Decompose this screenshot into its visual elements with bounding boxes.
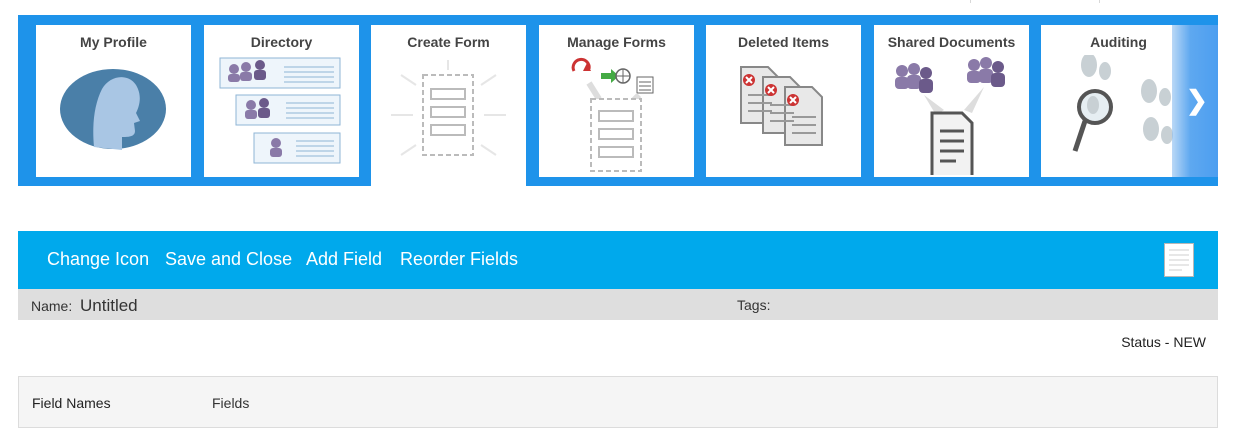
fields-table-header: Field Names Fields bbox=[18, 376, 1218, 428]
tile-deleted-items[interactable]: Deleted Items bbox=[706, 25, 861, 177]
tile-label: Manage Forms bbox=[567, 34, 666, 50]
ribbon-scroll-right[interactable] bbox=[1172, 25, 1218, 177]
manage-forms-icon bbox=[571, 57, 654, 172]
auditing-icon bbox=[1072, 55, 1173, 152]
app-ribbon: My Profile Directory Create Form bbox=[18, 15, 1218, 186]
shared-documents-icon bbox=[895, 57, 1005, 175]
reorder-fields-button[interactable]: Reorder Fields bbox=[400, 249, 519, 269]
tile-manage-forms[interactable]: Manage Forms bbox=[539, 25, 694, 177]
tile-create-form[interactable]: Create Form bbox=[371, 25, 526, 186]
active-tab-connector bbox=[371, 170, 526, 186]
tile-directory[interactable]: Directory bbox=[204, 25, 359, 177]
add-field-button[interactable]: Add Field bbox=[306, 249, 383, 269]
tile-label: Shared Documents bbox=[887, 34, 1016, 50]
tile-label: Create Form bbox=[407, 34, 490, 50]
tile-label: Auditing bbox=[1090, 34, 1147, 50]
tags-label[interactable]: Tags: bbox=[737, 297, 771, 313]
tile-label: My Profile bbox=[80, 34, 147, 50]
form-toolbar: Change Icon Save and Close Add Field Reo… bbox=[18, 231, 1218, 289]
create-form-icon bbox=[391, 60, 506, 180]
tile-shared-documents[interactable]: Shared Documents bbox=[874, 25, 1029, 177]
tile-label: Deleted Items bbox=[737, 34, 830, 50]
deleted-items-icon bbox=[740, 66, 823, 146]
fields-column-header: Fields bbox=[212, 395, 250, 411]
tile-label: Directory bbox=[250, 34, 313, 50]
field-names-column-header: Field Names bbox=[32, 395, 111, 411]
profile-head-icon bbox=[60, 69, 166, 150]
form-meta-bar: Name: Untitled Tags: bbox=[18, 289, 1218, 320]
form-document-icon[interactable] bbox=[1164, 243, 1194, 277]
tile-my-profile[interactable]: My Profile bbox=[36, 25, 191, 177]
save-and-close-button[interactable]: Save and Close bbox=[165, 249, 293, 269]
change-icon-button[interactable]: Change Icon bbox=[47, 249, 150, 269]
directory-cards-icon bbox=[219, 57, 341, 164]
form-name-value[interactable]: Untitled bbox=[80, 296, 138, 315]
status-text: Status - NEW bbox=[1121, 334, 1206, 350]
tile-auditing[interactable]: Auditing bbox=[1041, 25, 1196, 177]
chevron-right-icon[interactable]: ❯ bbox=[1186, 85, 1208, 115]
top-divider bbox=[970, 0, 1100, 3]
name-label: Name: bbox=[31, 298, 73, 314]
